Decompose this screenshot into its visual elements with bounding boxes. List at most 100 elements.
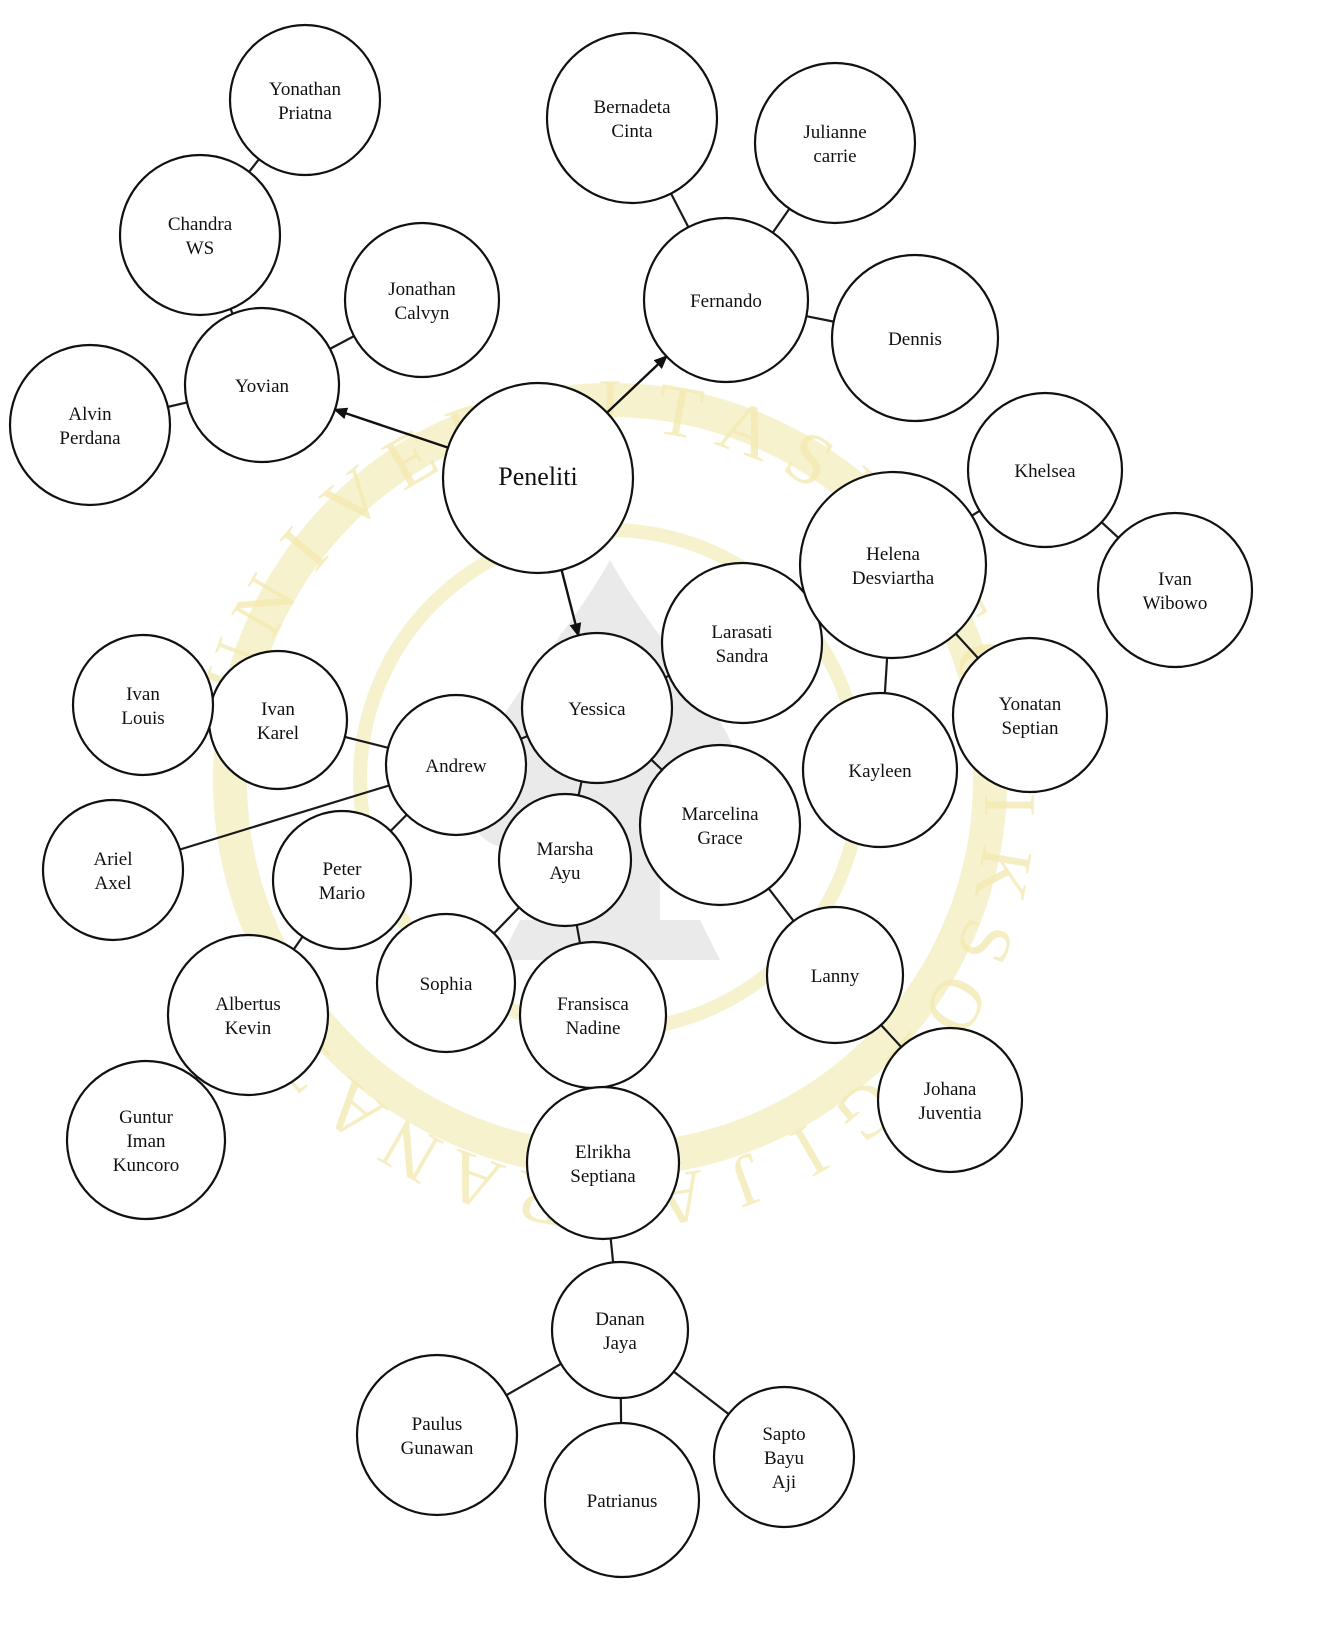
node-circle (830, 253, 1000, 423)
node-label: Fransisca (557, 994, 629, 1015)
edge-helena-khelsea (971, 509, 981, 517)
node-label: Elrikha (575, 1142, 631, 1163)
node-label: Kayleen (848, 761, 912, 782)
edge-marsha-fransisca (575, 924, 582, 944)
edge-chandra-yonathan (248, 158, 260, 173)
node-khelsea: Khelsea (966, 391, 1124, 549)
node-label: Lanny (811, 966, 860, 987)
node-label: Sophia (420, 974, 473, 995)
edge-yessica-marcelina (650, 758, 663, 771)
node-label: Kevin (225, 1018, 272, 1039)
edge-yessica-marsha (577, 781, 583, 796)
node-circle (441, 381, 635, 575)
node-lanny: Lanny (765, 905, 905, 1045)
node-label: Khelsea (1014, 461, 1076, 482)
node-label: Nadine (566, 1018, 621, 1039)
node-yessica: Yessica (520, 631, 674, 785)
node-label: Johana (924, 1079, 977, 1100)
node-label: Ayu (550, 863, 581, 884)
node-label: Perdana (59, 428, 121, 449)
node-label: Calvyn (395, 303, 450, 324)
node-label: Andrew (425, 756, 486, 777)
node-circle (343, 221, 501, 379)
node-label: Kuncoro (113, 1155, 179, 1176)
watermark-letter: A (707, 382, 785, 477)
node-label: Juventia (918, 1103, 982, 1124)
node-label: Dennis (888, 329, 942, 350)
node-label: Fernando (690, 291, 762, 312)
watermark-letter: T (650, 368, 709, 457)
edge-danan-sapto (673, 1370, 730, 1416)
node-label: Iman (126, 1131, 166, 1152)
edge-andrew-peter (389, 813, 408, 832)
edge-khelsea-ivanw (1100, 521, 1120, 539)
node-circle (228, 23, 382, 177)
edge-andrew-ivankarel (344, 735, 389, 749)
arrow-peneliti-to-yessica (560, 569, 582, 638)
edge-fernando-julianne (771, 208, 791, 234)
node-label: Gunawan (401, 1438, 474, 1459)
node-circle (520, 631, 674, 785)
node-andrew: Andrew (384, 693, 528, 837)
node-circle (384, 693, 528, 837)
node-label: Yonathan (269, 79, 341, 100)
node-circle (375, 912, 517, 1054)
node-circle (801, 691, 959, 849)
arrow-peneliti-to-yovian (333, 407, 449, 449)
node-label: Septian (1002, 718, 1059, 739)
node-label: Ivan (261, 699, 295, 720)
edge-yessica-andrew (520, 735, 528, 740)
edge-danan-paulus (505, 1362, 562, 1397)
node-label: Paulus (412, 1414, 463, 1435)
edge-marcelina-lanny (767, 887, 795, 922)
edge-marsha-sophia (493, 906, 520, 935)
node-kayleen: Kayleen (801, 691, 959, 849)
arrow-peneliti-to-fernando (606, 355, 668, 414)
node-label: Ivan (1158, 569, 1192, 590)
node-circle (166, 933, 330, 1097)
watermark-letter: J (719, 1136, 774, 1223)
edge-fernando-bernadeta (670, 193, 690, 228)
edge-fernando-dennis (806, 315, 834, 323)
edge-lanny-johana (880, 1024, 903, 1048)
node-circle (118, 153, 282, 317)
node-circle (355, 1353, 519, 1517)
node-dennis: Dennis (830, 253, 1000, 423)
node-label: Karel (257, 723, 299, 744)
node-circle (550, 1260, 690, 1400)
node-label: Cinta (611, 121, 653, 142)
edge-elrikha-danan (609, 1238, 615, 1263)
edge-peter-albertus (292, 935, 304, 950)
node-label: Yessica (568, 699, 626, 720)
node-label: Chandra (168, 214, 233, 235)
node-circle (65, 1059, 227, 1221)
node-label: Sandra (716, 646, 769, 667)
node-label: Helena (866, 544, 920, 565)
node-circle (712, 1385, 856, 1529)
node-label: Albertus (215, 994, 280, 1015)
node-label: WS (186, 238, 215, 259)
node-label: Bayu (764, 1448, 805, 1469)
node-yovian: Yovian (183, 306, 341, 464)
node-label: Wibowo (1143, 593, 1208, 614)
node-circle (497, 792, 633, 928)
node-label: Larasati (711, 622, 772, 643)
node-fernando: Fernando (642, 216, 810, 384)
node-circle (545, 31, 719, 205)
node-label: Aji (772, 1472, 796, 1493)
